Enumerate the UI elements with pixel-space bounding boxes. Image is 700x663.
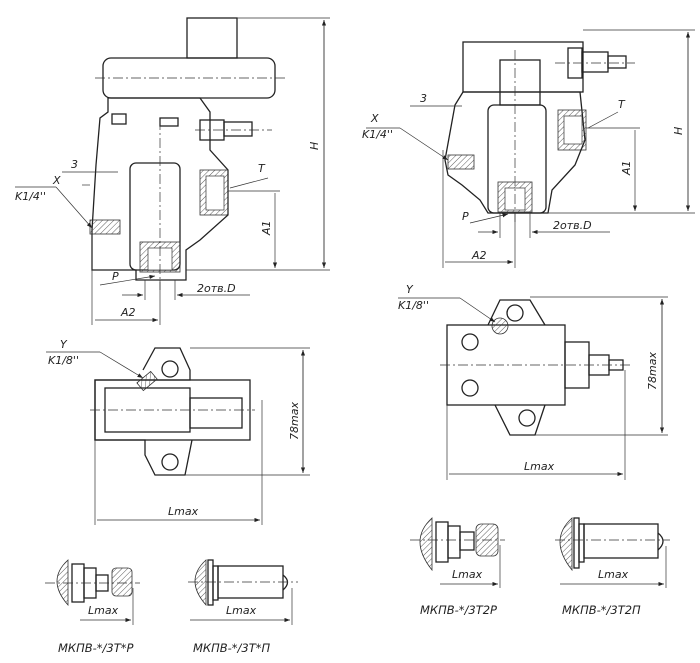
valve-housing: [91, 97, 229, 281]
r-label-holes: 2отв.D: [553, 219, 592, 232]
label-dim-a1: A1: [260, 220, 273, 236]
label-port-y: Y: [60, 338, 68, 351]
label-dim-78: 78max: [288, 402, 301, 440]
r-label-dim-78: 78max: [646, 352, 659, 390]
r-label-port-t: T: [618, 98, 626, 111]
variant-4-plunger: [555, 517, 670, 588]
r-label-dim-l: Lmax: [524, 460, 555, 473]
v2-dim: Lmax: [226, 604, 257, 617]
r-label-dim-h: H: [672, 127, 685, 135]
r-label-thread-y: K1/8'': [398, 299, 429, 312]
v3-dim: Lmax: [452, 568, 483, 581]
solenoid-coil: [186, 17, 238, 59]
label-dim-a2: A2: [120, 306, 136, 319]
r-label-thread-x: K1/4'': [362, 128, 393, 141]
label-dim-3: 3: [71, 158, 78, 171]
v1-dim: Lmax: [88, 604, 119, 617]
variant-3-knob: [410, 517, 505, 588]
label-dim-l: Lmax: [168, 505, 199, 518]
left-top-view: [46, 347, 310, 525]
right-front-view: [366, 29, 695, 268]
label-port-x: X: [52, 174, 61, 187]
label-holes: 2отв.D: [197, 282, 236, 295]
label-dim-h: H: [308, 142, 321, 150]
v2-caption: МКПВ-*/3Т*П: [193, 641, 270, 655]
v1-caption: МКПВ-*/3Т*Р: [58, 641, 133, 655]
label-thread-x: K1/4'': [15, 190, 46, 203]
v3-caption: МКПВ-*/3Т2Р: [420, 603, 497, 617]
r-label-dim-3: 3: [420, 92, 427, 105]
r-label-port-p: P: [462, 210, 469, 223]
right-top-view: [398, 296, 668, 480]
label-port-p: P: [112, 270, 119, 283]
label-port-t: T: [258, 162, 266, 175]
v4-caption: МКПВ-*/3Т2П: [562, 603, 641, 617]
r-label-dim-a2: A2: [471, 249, 487, 262]
left-front-view: [15, 17, 330, 325]
v4-dim: Lmax: [598, 568, 629, 581]
r-label-port-y: Y: [406, 283, 414, 296]
r-label-dim-a1: A1: [620, 160, 633, 176]
label-thread-y: K1/8'': [48, 354, 79, 367]
variant-2-plunger: [188, 559, 298, 625]
r-label-port-x: X: [370, 112, 379, 125]
variant-1-knob: [45, 559, 140, 625]
